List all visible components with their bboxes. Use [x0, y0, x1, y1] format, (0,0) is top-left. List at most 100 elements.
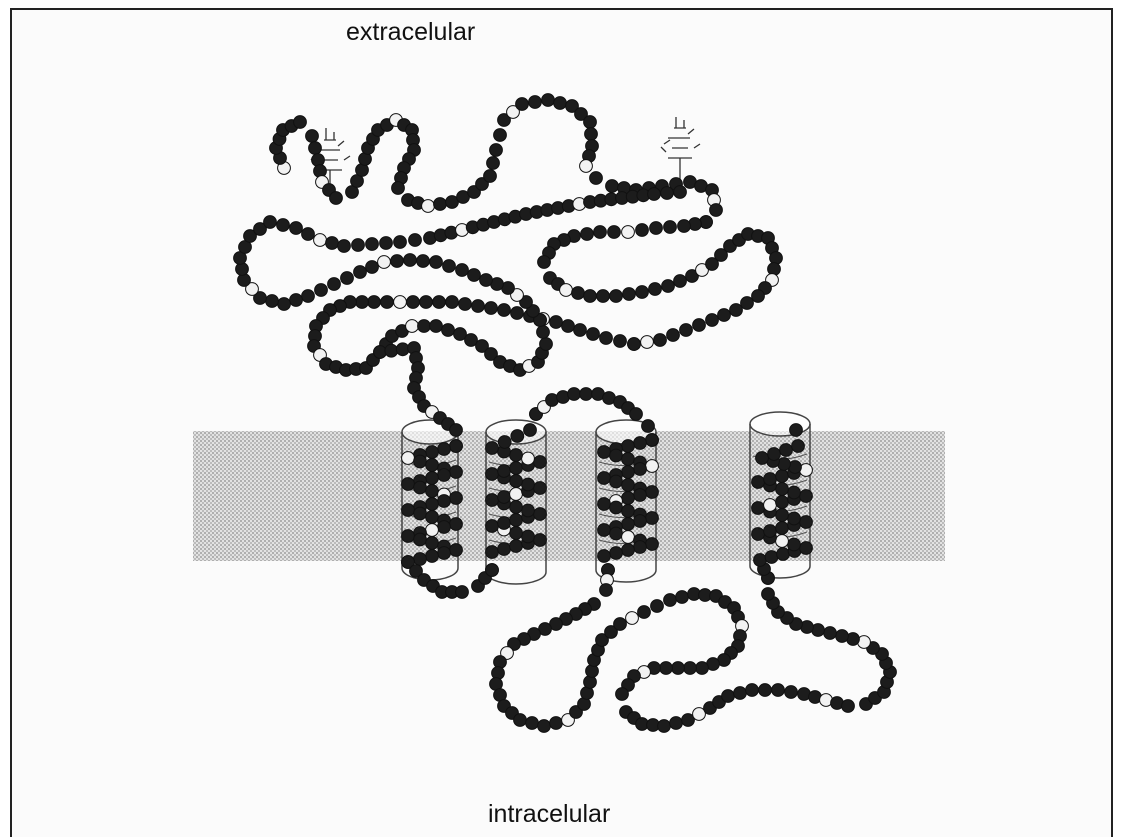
residue-bead — [581, 228, 594, 241]
residue-bead — [597, 290, 610, 303]
residue-bead — [800, 516, 813, 529]
residue-bead — [414, 481, 427, 494]
residue-bead — [792, 440, 805, 453]
residue-bead — [414, 455, 427, 468]
residue-bead — [426, 550, 439, 563]
residue-bead — [622, 505, 635, 518]
residue-bead — [764, 473, 777, 486]
residue-bead — [450, 424, 463, 437]
residue-bead — [636, 286, 649, 299]
intracellular-label: intracelular — [488, 800, 610, 829]
residue-bead — [366, 261, 379, 274]
residue-bead — [385, 344, 398, 357]
residue-bead — [356, 296, 369, 309]
residue-bead — [328, 278, 341, 291]
residue-bead — [622, 479, 635, 492]
extracellular-label: extracelular — [346, 18, 475, 47]
residue-bead — [404, 254, 417, 267]
residue-bead — [420, 296, 433, 309]
residue-bead — [406, 320, 419, 333]
amino-acid-chain — [234, 94, 897, 733]
residue-bead — [616, 688, 629, 701]
residue-bead — [315, 284, 328, 297]
residue-bead — [486, 442, 499, 455]
residue-bead — [626, 612, 639, 625]
residue-bead — [438, 495, 451, 508]
residue-bead — [417, 255, 430, 268]
residue-bead — [472, 300, 485, 313]
residue-bead — [486, 564, 499, 577]
residue-bead — [516, 98, 529, 111]
residue-bead — [594, 226, 607, 239]
residue-bead — [511, 307, 524, 320]
residue-bead — [409, 234, 422, 247]
residue-bead — [550, 316, 563, 329]
residue-bead — [649, 283, 662, 296]
residue-bead — [776, 496, 789, 509]
residue-bead — [450, 544, 463, 557]
residue-bead — [759, 684, 772, 697]
residue-bead — [326, 237, 339, 250]
residue-bead — [438, 443, 451, 456]
residue-bead — [554, 97, 567, 110]
residue-bead — [676, 591, 689, 604]
residue-bead — [752, 290, 765, 303]
residue-bead — [646, 434, 659, 447]
residue-bead — [391, 255, 404, 268]
residue-bead — [430, 256, 443, 269]
residue-bead — [648, 188, 661, 201]
residue-bead — [522, 452, 535, 465]
residue-bead — [598, 498, 611, 511]
residue-bead — [638, 606, 651, 619]
residue-bead — [623, 288, 636, 301]
residue-bead — [600, 584, 613, 597]
residue-bead — [302, 228, 315, 241]
residue-bead — [560, 284, 573, 297]
residue-bead — [498, 543, 511, 556]
residue-bead — [661, 187, 674, 200]
residue-bead — [468, 269, 481, 282]
residue-bead — [762, 588, 775, 601]
residue-bead — [510, 514, 523, 527]
residue-bead — [414, 533, 427, 546]
residue-bead — [610, 547, 623, 560]
residue-bead — [622, 466, 635, 479]
residue-bead — [684, 662, 697, 675]
residue-bead — [776, 470, 789, 483]
residue-bead — [510, 462, 523, 475]
residue-bead — [800, 490, 813, 503]
residue-bead — [651, 600, 664, 613]
residue-bead — [402, 504, 415, 517]
residue-bead — [550, 717, 563, 730]
residue-bead — [426, 498, 439, 511]
residue-bead — [614, 335, 627, 348]
residue-bead — [302, 290, 315, 303]
residue-bead — [606, 180, 619, 193]
residue-bead — [394, 236, 407, 249]
residue-bead — [498, 491, 511, 504]
residue-bead — [402, 452, 415, 465]
residue-bead — [622, 531, 635, 544]
residue-bead — [664, 594, 677, 607]
residue-bead — [610, 449, 623, 462]
residue-bead — [641, 336, 654, 349]
residue-bead — [426, 537, 439, 550]
residue-bead — [598, 446, 611, 459]
residue-bead — [414, 507, 427, 520]
residue-bead — [650, 222, 663, 235]
residue-bead — [510, 527, 523, 540]
residue-bead — [494, 129, 507, 142]
residue-bead — [511, 430, 524, 443]
residue-bead — [562, 320, 575, 333]
residue-bead — [634, 437, 647, 450]
residue-bead — [710, 204, 723, 217]
residue-bead — [486, 468, 499, 481]
residue-bead — [338, 240, 351, 253]
residue-bead — [752, 502, 765, 515]
residue-bead — [394, 296, 407, 309]
residue-bead — [526, 717, 539, 730]
residue-bead — [366, 238, 379, 251]
residue-bead — [741, 297, 754, 310]
residue-bead — [430, 320, 443, 333]
residue-bead — [776, 535, 789, 548]
